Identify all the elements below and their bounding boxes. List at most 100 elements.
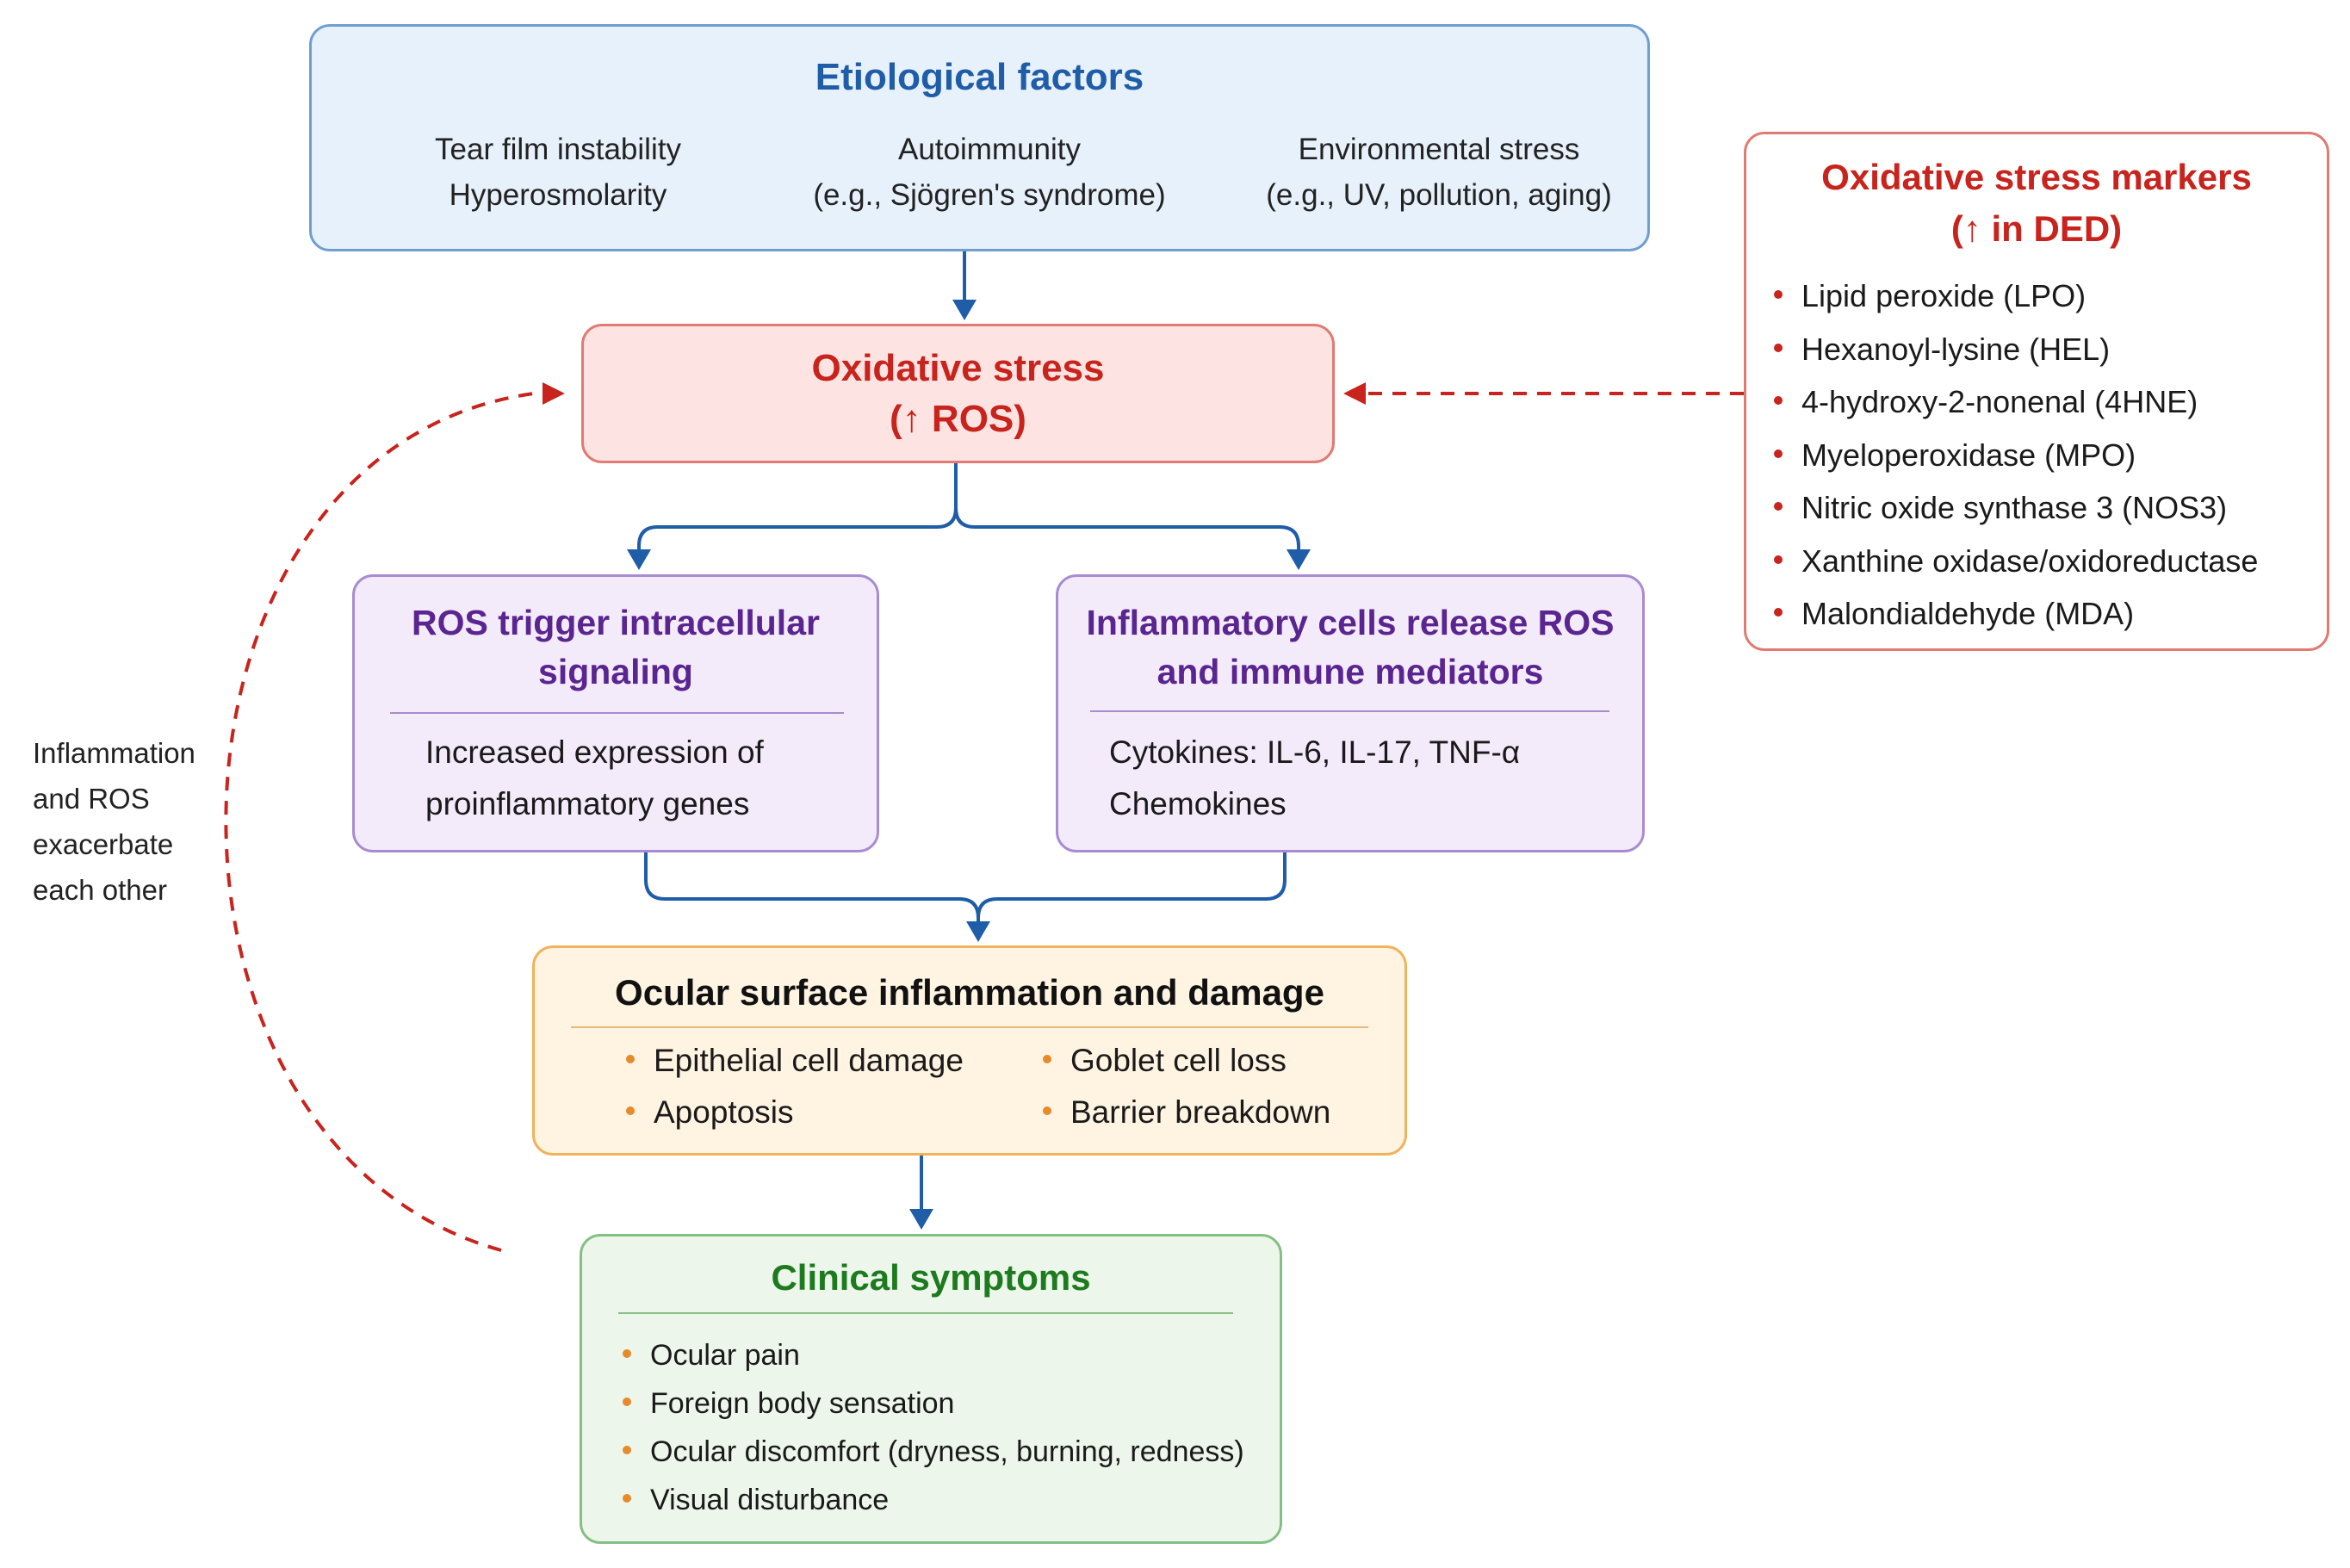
list-item: Hexanoyl-lysine (HEL) bbox=[1774, 323, 2258, 376]
surface-damage-box: Ocular surface inflammation and damage E… bbox=[532, 945, 1407, 1156]
markers-title: Oxidative stress markers bbox=[1821, 157, 2252, 197]
arrowhead-etiology-to-oxstress bbox=[952, 300, 977, 320]
inflammatory-cells-divider bbox=[1090, 710, 1609, 712]
bullet-icon bbox=[623, 1494, 631, 1503]
bullet-icon bbox=[1774, 396, 1783, 406]
arrowhead-to-surface bbox=[966, 921, 990, 942]
etiology-col2-line2: (e.g., Sjögren's syndrome) bbox=[813, 178, 1166, 212]
surface-item-label: Barrier breakdown bbox=[1070, 1094, 1331, 1130]
etiology-box: Etiological factors Tear film instabilit… bbox=[309, 24, 1650, 251]
arrowhead-surface-to-clinical bbox=[909, 1209, 933, 1230]
inflammatory-cells-box: Inflammatory cells release ROS and immun… bbox=[1056, 574, 1645, 852]
list-item: Myeloperoxidase (MPO) bbox=[1774, 429, 2258, 482]
arrowhead-to-ros-signaling bbox=[627, 549, 651, 570]
oxidative-stress-title: Oxidative stress bbox=[811, 347, 1105, 389]
etiology-col2-line1: Autoimmunity bbox=[897, 133, 1082, 166]
oxidative-stress-box: Oxidative stress (↑ ROS) bbox=[581, 324, 1335, 463]
list-item: Lipid peroxide (LPO) bbox=[1774, 270, 2258, 323]
arrow-oxstress-split bbox=[637, 463, 958, 551]
bullet-icon bbox=[1774, 290, 1783, 300]
arrowhead-to-inflammatory-cells bbox=[1287, 549, 1311, 570]
bullet-icon bbox=[1043, 1055, 1051, 1064]
feedback-label-line4: each other bbox=[33, 874, 167, 906]
symptom-label: Ocular discomfort (dryness, burning, red… bbox=[650, 1435, 1244, 1468]
list-item: Ocular discomfort (dryness, burning, red… bbox=[623, 1428, 1244, 1476]
oxidative-stress-subtitle: (↑ ROS) bbox=[890, 398, 1026, 440]
list-item: Visual disturbance bbox=[623, 1476, 1244, 1524]
dashed-feedback-loop bbox=[224, 392, 535, 1252]
list-item: Ocular pain bbox=[623, 1331, 1244, 1379]
list-item: Xanthine oxidase/oxidoreductase bbox=[1774, 535, 2258, 588]
inflammatory-cells-title-line2: and immune mediators bbox=[1156, 652, 1544, 691]
arrowhead-feedback-loop bbox=[543, 382, 565, 405]
clinical-symptoms-title: Clinical symptoms bbox=[771, 1257, 1091, 1298]
markers-box: Oxidative stress markers (↑ in DED) Lipi… bbox=[1744, 132, 2329, 651]
bullet-icon bbox=[1774, 343, 1783, 352]
list-item: Foreign body sensation bbox=[623, 1379, 1244, 1428]
etiology-col1-line1: Tear film instability bbox=[435, 133, 681, 166]
list-item: 4-hydroxy-2-nonenal (4HNE) bbox=[1774, 375, 2258, 429]
etiology-col-autoimmunity: Autoimmunity (e.g., Sjögren's syndrome) bbox=[787, 127, 1192, 218]
clinical-symptoms-divider bbox=[618, 1312, 1233, 1314]
marker-label: 4-hydroxy-2-nonenal (4HNE) bbox=[1801, 384, 2198, 419]
markers-subtitle: (↑ in DED) bbox=[1950, 208, 2123, 249]
bullet-icon bbox=[626, 1106, 635, 1116]
etiology-col-tear-film: Tear film instability Hyperosmolarity bbox=[386, 127, 730, 218]
markers-list: Lipid peroxide (LPO) Hexanoyl-lysine (HE… bbox=[1774, 270, 2258, 641]
marker-label: Nitric oxide synthase 3 (NOS3) bbox=[1801, 490, 2228, 525]
ros-signaling-body-line1: Increased expression of bbox=[425, 734, 764, 770]
bullet-icon bbox=[623, 1398, 631, 1407]
ros-signaling-divider bbox=[390, 712, 844, 714]
etiology-col-environmental: Environmental stress (e.g., UV, pollutio… bbox=[1240, 127, 1638, 218]
clinical-symptoms-list: Ocular pain Foreign body sensation Ocula… bbox=[623, 1331, 1244, 1524]
etiology-col3-line2: (e.g., UV, pollution, aging) bbox=[1266, 178, 1612, 212]
bullet-icon bbox=[1774, 608, 1783, 617]
list-item: Epithelial cell damage bbox=[626, 1043, 964, 1079]
symptom-label: Visual disturbance bbox=[650, 1484, 890, 1516]
marker-label: Lipid peroxide (LPO) bbox=[1801, 278, 2086, 313]
feedback-loop-label: Inflammation and ROS exacerbate each oth… bbox=[33, 730, 195, 913]
marker-label: Xanthine oxidase/oxidoreductase bbox=[1801, 542, 2259, 579]
list-item: Malondialdehyde (MDA) bbox=[1774, 587, 2258, 641]
arrow-merge-right bbox=[977, 852, 1287, 919]
etiology-col3-line1: Environmental stress bbox=[1298, 133, 1580, 166]
bullet-icon bbox=[1774, 555, 1783, 564]
feedback-label-line3: exacerbate bbox=[33, 828, 174, 860]
arrow-merge-left bbox=[644, 852, 980, 923]
symptom-label: Ocular pain bbox=[650, 1339, 800, 1372]
bullet-icon bbox=[623, 1446, 631, 1455]
etiology-title: Etiological factors bbox=[815, 56, 1144, 98]
inflammatory-cells-body-line1: Cytokines: IL-6, IL-17, TNF-α bbox=[1109, 734, 1521, 770]
surface-item-label: Goblet cell loss bbox=[1070, 1043, 1287, 1078]
arrowhead-markers-to-oxstress bbox=[1343, 382, 1366, 405]
marker-label: Hexanoyl-lysine (HEL) bbox=[1801, 331, 2111, 367]
arrow-oxstress-split-right bbox=[954, 507, 1300, 551]
ros-signaling-title-line1: ROS trigger intracellular bbox=[412, 603, 820, 642]
marker-label: Malondialdehyde (MDA) bbox=[1801, 596, 2135, 631]
inflammatory-cells-body-line2: Chemokines bbox=[1109, 786, 1287, 821]
list-item: Goblet cell loss bbox=[1043, 1043, 1287, 1079]
symptom-label: Foreign body sensation bbox=[650, 1387, 955, 1420]
surface-damage-title: Ocular surface inflammation and damage bbox=[615, 972, 1324, 1013]
list-item: Apoptosis bbox=[626, 1094, 794, 1131]
bullet-icon bbox=[623, 1349, 631, 1359]
etiology-col1-line2: Hyperosmolarity bbox=[449, 178, 667, 212]
surface-damage-divider bbox=[571, 1026, 1368, 1028]
list-item: Barrier breakdown bbox=[1043, 1094, 1330, 1131]
bullet-icon bbox=[1043, 1106, 1051, 1116]
ros-signaling-body-line2: proinflammatory genes bbox=[425, 786, 750, 821]
feedback-label-line1: Inflammation bbox=[33, 737, 195, 769]
ros-signaling-box: ROS trigger intracellular signaling Incr… bbox=[352, 574, 879, 852]
clinical-symptoms-box: Clinical symptoms Ocular pain Foreign bo… bbox=[580, 1234, 1282, 1544]
bullet-icon bbox=[626, 1055, 635, 1064]
surface-item-label: Apoptosis bbox=[654, 1094, 794, 1130]
list-item: Nitric oxide synthase 3 (NOS3) bbox=[1774, 481, 2258, 535]
bullet-icon bbox=[1774, 502, 1783, 511]
feedback-label-line2: and ROS bbox=[33, 783, 150, 815]
surface-item-label: Epithelial cell damage bbox=[654, 1043, 964, 1078]
bullet-icon bbox=[1774, 449, 1783, 458]
marker-label: Myeloperoxidase (MPO) bbox=[1801, 437, 2136, 473]
ros-signaling-title-line2: signaling bbox=[538, 652, 693, 691]
inflammatory-cells-title-line1: Inflammatory cells release ROS bbox=[1086, 603, 1615, 642]
